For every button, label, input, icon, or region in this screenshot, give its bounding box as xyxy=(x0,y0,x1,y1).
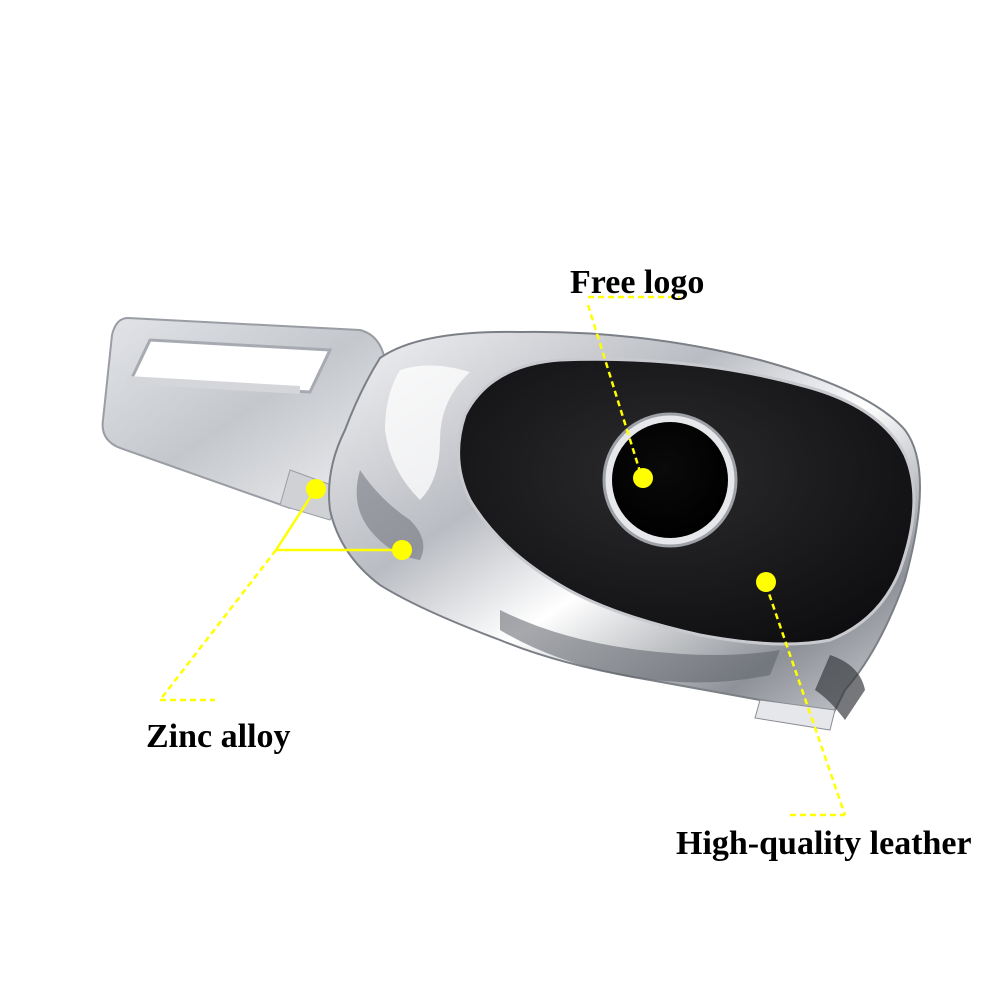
label-free-logo: Free logo xyxy=(570,264,705,301)
label-zinc-alloy: Zinc alloy xyxy=(146,718,291,755)
logo-emblem xyxy=(602,412,738,548)
callout-dot-leather xyxy=(756,572,776,592)
label-high-quality-leather: High-quality leather xyxy=(676,825,972,862)
callout-lines xyxy=(159,295,847,817)
callout-dot-zinc-2 xyxy=(392,540,412,560)
callout-dot-zinc-1 xyxy=(306,479,326,499)
metal-tongue xyxy=(101,316,387,521)
callout-dots xyxy=(306,468,776,592)
callout-dot-logo xyxy=(633,468,653,488)
